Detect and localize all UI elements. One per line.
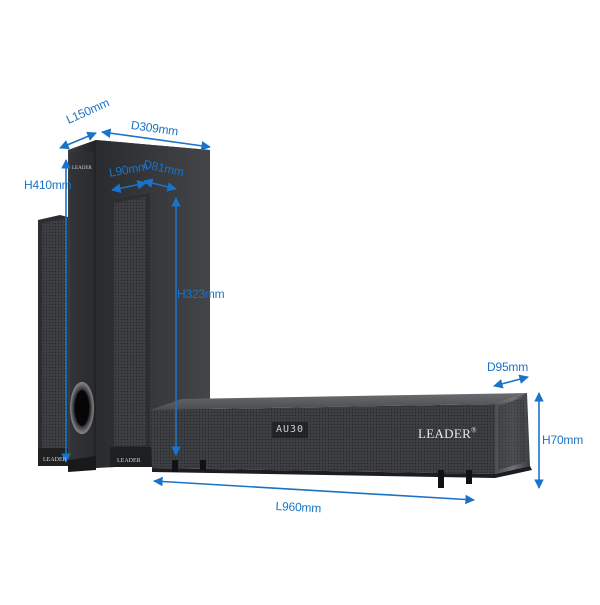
bar-length-label: L960mm: [275, 499, 322, 516]
sat-depth-line: [143, 178, 177, 192]
soundbar: [150, 393, 532, 488]
sub-depth-line: [101, 128, 211, 151]
right-satellite-speaker: [110, 193, 152, 467]
sub-length-line: [59, 131, 97, 150]
bar-length-line: [153, 476, 475, 505]
bar-depth-label: D95mm: [487, 360, 529, 374]
sat-length-line: [111, 180, 147, 193]
left-satellite-speaker: [38, 215, 72, 466]
dimension-lines: [59, 128, 544, 505]
sub-height-label: H410mm: [24, 178, 72, 192]
left-satellite-brand: LEADER: [43, 457, 67, 463]
bar-height-label: H70mm: [542, 433, 584, 447]
bar-depth-line: [493, 374, 529, 389]
sat-height-label: H323mm: [177, 287, 225, 301]
right-satellite-brand: LEADER: [117, 458, 141, 464]
soundbar-display: AU30: [276, 424, 305, 435]
subwoofer-top-brand: LEADER: [72, 166, 92, 171]
soundbar-brand-logo: LEADER®: [418, 426, 477, 441]
